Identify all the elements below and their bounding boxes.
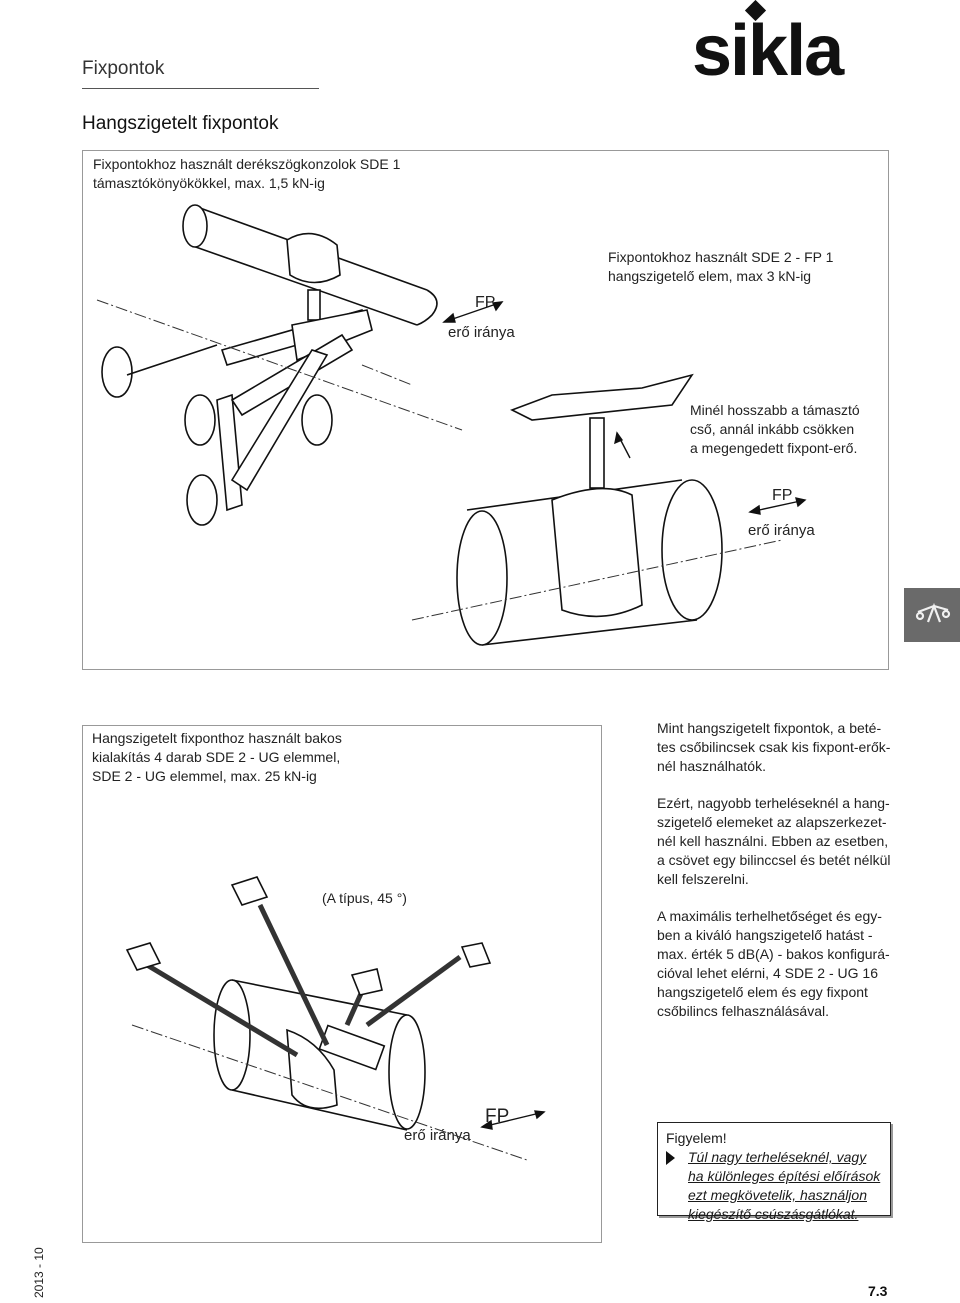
notice-line: Túl nagy terheléseknél, vagy — [688, 1149, 867, 1165]
print-date: 2013 - 10 — [32, 1247, 46, 1298]
page-number: 7.3 — [868, 1283, 888, 1299]
force-label-3: erő iránya — [404, 1127, 471, 1144]
text-line: kell felszerelni. — [657, 871, 749, 887]
fp-label-1: FP — [475, 294, 495, 311]
figure-1-caption-left: Fixpontokhoz használt derékszögkonzolok … — [93, 155, 400, 193]
header-rule — [82, 88, 319, 89]
figure-1-illustration: FP erő iránya FP erő iránya — [96, 204, 815, 646]
text-line: Mint hangszigetelt fixpontok, a beté- — [657, 720, 882, 736]
figure-2-illustration: erő iránya FP — [125, 876, 546, 1161]
logo-text: sikla — [692, 11, 845, 85]
note-line: a megengedett fixpont-erő. — [690, 440, 858, 456]
caption-line: SDE 2 - UG elemmel, max. 25 kN-ig — [92, 768, 317, 784]
caption-line: kialakítás 4 darab SDE 2 - UG elemmel, — [92, 749, 341, 765]
notice-line: kiegészítő csúszásgátlókat. — [688, 1206, 859, 1222]
page-title: Hangszigetelt fixpontok — [82, 113, 279, 134]
figure-2-type-label: (A típus, 45 °) — [322, 890, 407, 906]
caption-line: Fixpontokhoz használt derékszögkonzolok … — [93, 156, 401, 172]
caption-line: támasztókönyökökkel, max. 1,5 kN-ig — [93, 175, 325, 191]
text-line: nél használhatók. — [657, 758, 766, 774]
paragraph-1: Mint hangszigetelt fixpontok, a beté- te… — [657, 719, 902, 776]
note-line: Minél hosszabb a támasztó — [690, 402, 860, 418]
notice-body: Túl nagy terheléseknél, vagy ha különleg… — [666, 1148, 882, 1224]
text-line: tes csőbilincsek csak kis fixpont-erők- — [657, 739, 891, 755]
figure-1-note: Minél hosszabb a támasztó cső, annál ink… — [690, 401, 860, 458]
paragraph-2: Ezért, nagyobb terheléseknél a hang- szi… — [657, 794, 902, 889]
fp-label-2: FP — [772, 487, 792, 504]
section-title: Fixpontok — [82, 58, 165, 79]
right-column-text: Mint hangszigetelt fixpontok, a beté- te… — [657, 719, 902, 1039]
figure-1-box — [82, 150, 889, 670]
notice-title: Figyelem! — [666, 1130, 727, 1146]
bracket-thumb-icon — [915, 602, 951, 623]
notice-line: ha különleges építési előírások — [688, 1168, 881, 1184]
triangle-bullet-icon — [666, 1151, 675, 1165]
text-line: hangszigetelő elem és egy fixpont — [657, 984, 868, 1000]
figure-2-caption: Hangszigetelt fixponthoz használt bakos … — [92, 729, 342, 786]
notice-line: ezt megkövetelik, használjon — [688, 1187, 867, 1203]
text-line: cióval lehet elérni, 4 SDE 2 - UG 16 — [657, 965, 878, 981]
text-line: A maximális terhelhetőséget és egy- — [657, 908, 882, 924]
caption-line: Fixpontokhoz használt SDE 2 - FP 1 — [608, 249, 834, 265]
text-line: nél kell használni. Ebben az esetben, — [657, 833, 889, 849]
sikla-logo: sikla — [692, 0, 847, 85]
figure-2-box — [82, 725, 602, 1243]
warning-notice: Figyelem! Túl nagy terheléseknél, vagy h… — [657, 1122, 891, 1222]
paragraph-3: A maximális terhelhetőséget és egy- ben … — [657, 907, 902, 1021]
force-label-2: erő iránya — [748, 522, 815, 539]
figure-1-caption-right: Fixpontokhoz használt SDE 2 - FP 1 hangs… — [608, 248, 833, 286]
text-line: a csövet egy bilinccsel és betét nélkül — [657, 852, 891, 868]
force-label-1: erő iránya — [448, 324, 515, 341]
text-line: ben a kiváló hangszigetelő hatást - — [657, 927, 873, 943]
text-line: Ezért, nagyobb terheléseknél a hang- — [657, 795, 890, 811]
note-line: cső, annál inkább csökken — [690, 421, 855, 437]
fp-label-3: FP — [485, 1106, 509, 1127]
caption-line: hangszigetelő elem, max 3 kN-ig — [608, 268, 812, 284]
text-line: csőbilincs felhasználásával. — [657, 1003, 829, 1019]
text-line: max. érték 5 dB(A) - bakos konfigurá- — [657, 946, 890, 962]
chapter-tab-thumbnail — [904, 588, 960, 642]
caption-line: Hangszigetelt fixponthoz használt bakos — [92, 730, 342, 746]
text-line: szigetelő elemeket az alapszerkezet- — [657, 814, 887, 830]
